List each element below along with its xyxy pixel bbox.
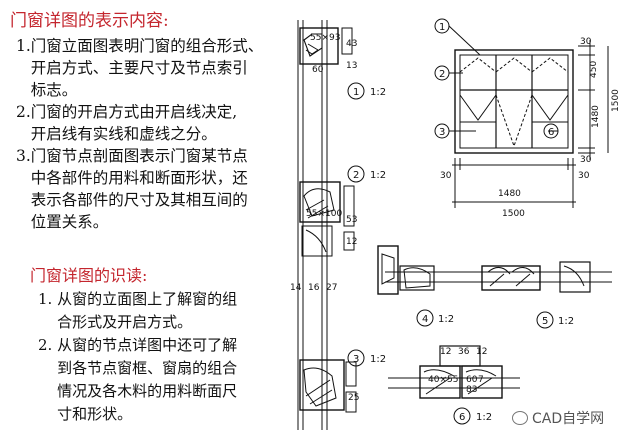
point-line: 1.门窗立面图表明门窗的组合形式、 [16, 37, 264, 55]
reading-line: 合形式及开启方式。 [38, 313, 193, 331]
dim-top: 30 [580, 37, 592, 47]
reading-line: 情况及各木料的用料断面尺 [38, 382, 238, 400]
dim-label: 60 [466, 375, 478, 385]
reading-line: 寸和形状。 [38, 405, 133, 423]
dim-inner-h: 1480 [591, 105, 601, 128]
reading-line: 1. 从窗的立面图上了解窗的组 [38, 290, 238, 308]
dim-label: 53 [346, 215, 357, 225]
dim-label: 83 [466, 385, 477, 395]
point-line: 3.门窗节点剖面图表示门窗某节点 [16, 147, 248, 165]
callout-scale: 1:2 [476, 412, 492, 423]
point-line: 表示各部件的尺寸及其相互间的 [16, 191, 248, 209]
dim-left-bottom: 30 [440, 171, 452, 181]
dim-label: 7 [478, 375, 484, 385]
dim-total-h: 1500 [611, 89, 621, 112]
dim-label: 25 [348, 393, 359, 403]
point-line: 2.门窗的开启方式由开启线决定, [16, 103, 238, 121]
dim-label: 16 [308, 283, 320, 293]
dim-label: 60 [312, 65, 324, 75]
marker-number: 2 [439, 69, 445, 80]
point-line: 位置关系。 [16, 213, 109, 231]
callout-number: 1 [353, 87, 359, 98]
dim-label: 12 [346, 237, 357, 247]
point-line: 标志。 [16, 81, 78, 99]
dim-label: 36 [458, 347, 470, 357]
dim-bottom: 30 [580, 155, 592, 165]
dim-label: 55×100 [306, 209, 342, 219]
wechat-icon [512, 411, 528, 425]
marker-number: 3 [439, 127, 445, 138]
dim-label: 12 [476, 347, 487, 357]
dim-label: 12 [440, 347, 451, 357]
callout-number: 5 [542, 316, 548, 327]
watermark: CAD自学网 [512, 408, 604, 428]
point-line: 开启线有实线和虚线之分。 [16, 125, 217, 143]
dim-label: 43 [346, 39, 357, 49]
reading-line: 2. 从窗的节点详图中还可了解 [38, 336, 238, 354]
callout-scale: 1:2 [558, 316, 574, 327]
callout-number: 4 [422, 314, 428, 325]
dim-label: 55×93 [310, 33, 340, 43]
callout-scale: 1:2 [370, 87, 386, 98]
dim-upper: 450 [589, 61, 599, 78]
dim-inner-w: 1480 [498, 189, 521, 199]
callout-scale: 1:2 [370, 354, 386, 365]
dim-total-w: 1500 [502, 209, 525, 219]
marker-number: 1 [439, 22, 445, 33]
dim-label: 14 [290, 283, 302, 293]
marker-number: 6 [548, 127, 554, 138]
watermark-text: CAD自学网 [532, 411, 605, 427]
dim-label: 40×55 [428, 375, 458, 385]
reading-heading: 门窗详图的识读: [30, 266, 148, 285]
dim-right-bottom: 30 [578, 171, 590, 181]
dim-label: 13 [346, 61, 357, 71]
dim-label: 27 [326, 283, 337, 293]
point-line: 开启方式、主要尺寸及节点索引 [16, 59, 248, 77]
callout-number: 2 [353, 170, 359, 181]
callout-scale: 1:2 [438, 314, 454, 325]
point-line: 中各部件的用料和断面形状，还 [16, 169, 248, 187]
callout-scale: 1:2 [370, 170, 386, 181]
section-heading: 门窗详图的表示内容: [10, 11, 169, 31]
reading-line: 到各节点窗框、窗扇的组合 [38, 359, 238, 377]
callout-number: 3 [353, 354, 359, 365]
callout-number: 6 [459, 412, 465, 423]
